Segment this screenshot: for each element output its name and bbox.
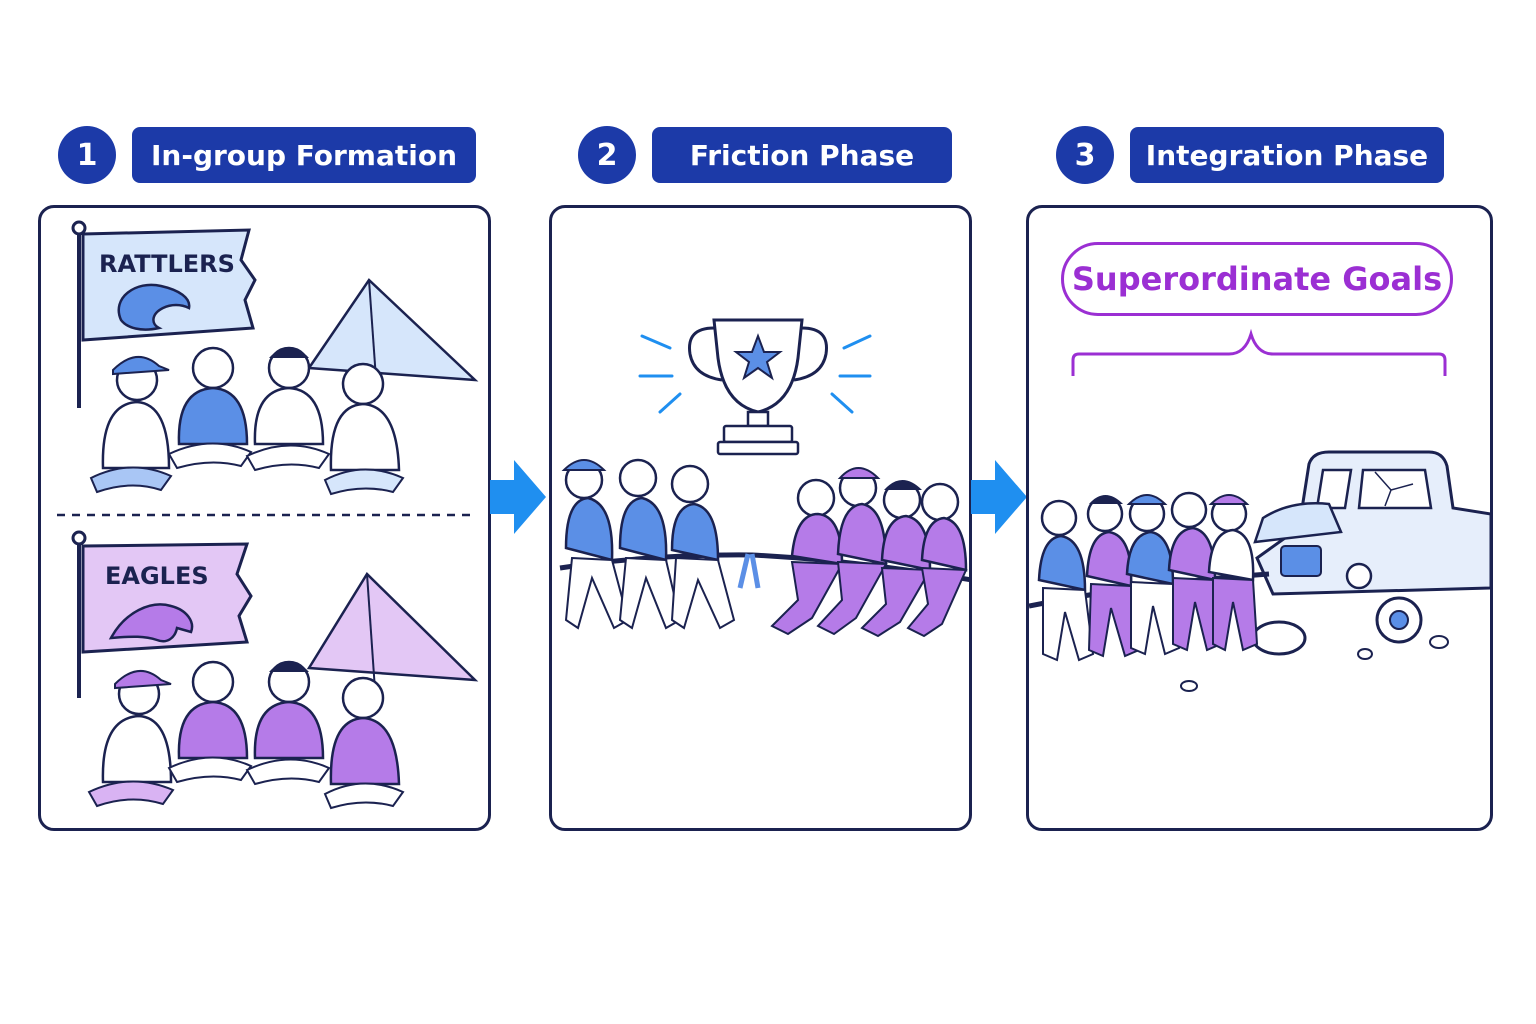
eagles-camp: EAGLES bbox=[71, 530, 479, 810]
in-group-illustration: RATTLERS bbox=[57, 220, 479, 810]
eagles-tent-icon bbox=[306, 572, 479, 682]
rattlers-boy-3 bbox=[245, 346, 331, 472]
purple-team-kid-4 bbox=[906, 482, 968, 638]
arrow-right-icon-2 bbox=[971, 460, 1027, 534]
blue-team bbox=[561, 458, 736, 630]
combined-team-kid-3 bbox=[1125, 494, 1181, 656]
eagles-boy-3 bbox=[245, 660, 331, 786]
blue-team-kid-2 bbox=[618, 458, 682, 630]
friction-illustration bbox=[559, 318, 969, 638]
eagles-boy-4 bbox=[323, 676, 405, 810]
combined-team-kid-2 bbox=[1085, 495, 1141, 658]
eagle-icon bbox=[108, 603, 194, 643]
purple-team-kid-1 bbox=[770, 478, 844, 636]
integration-illustration bbox=[1029, 328, 1490, 692]
superordinate-goals-label: Superordinate Goals bbox=[1061, 242, 1453, 316]
tent-icon bbox=[306, 278, 479, 382]
step-3-number-badge: 3 bbox=[1056, 126, 1114, 184]
blue-team-kid-3 bbox=[670, 464, 736, 630]
step-1-number-badge: 1 bbox=[58, 126, 116, 184]
combined-team-kid-4 bbox=[1167, 491, 1223, 652]
eagles-boy-2 bbox=[167, 660, 253, 784]
friction-phase-panel bbox=[549, 205, 972, 831]
integration-phase-panel: Superordinate Goals bbox=[1026, 205, 1493, 831]
step-2-number-badge: 2 bbox=[578, 126, 636, 184]
rattlers-boy-2 bbox=[167, 346, 253, 470]
ground-rocks bbox=[1180, 635, 1449, 692]
rattlers-boy-4 bbox=[323, 362, 405, 496]
purple-team bbox=[770, 467, 968, 638]
in-group-formation-panel: RATTLERS bbox=[38, 205, 491, 831]
truck-icon bbox=[1251, 450, 1490, 656]
arrow-right-icon bbox=[490, 460, 546, 534]
combined-team-kid-1 bbox=[1037, 499, 1095, 662]
blue-team-kid-1 bbox=[561, 459, 630, 630]
rattlers-camp: RATTLERS bbox=[71, 220, 479, 496]
eagles-boy-1 bbox=[87, 670, 175, 808]
trophy-icon bbox=[688, 318, 828, 456]
snake-icon bbox=[117, 283, 191, 331]
spare-tire-icon bbox=[1251, 620, 1307, 656]
rattlers-flag-label: RATTLERS bbox=[99, 250, 235, 278]
trophy-shine-lines bbox=[638, 334, 872, 414]
rattlers-flag-icon bbox=[81, 228, 257, 342]
step-3-title: Integration Phase bbox=[1130, 127, 1444, 183]
combined-team-kid-5 bbox=[1207, 494, 1259, 652]
eagles-flag-label: EAGLES bbox=[105, 562, 209, 590]
rope-ribbon-icon bbox=[737, 553, 761, 589]
step-2-title: Friction Phase bbox=[652, 127, 952, 183]
step-1-title: In-group Formation bbox=[132, 127, 476, 183]
rattlers-boy-1 bbox=[89, 356, 173, 494]
goal-bracket bbox=[1071, 328, 1447, 376]
combined-team bbox=[1037, 491, 1259, 662]
